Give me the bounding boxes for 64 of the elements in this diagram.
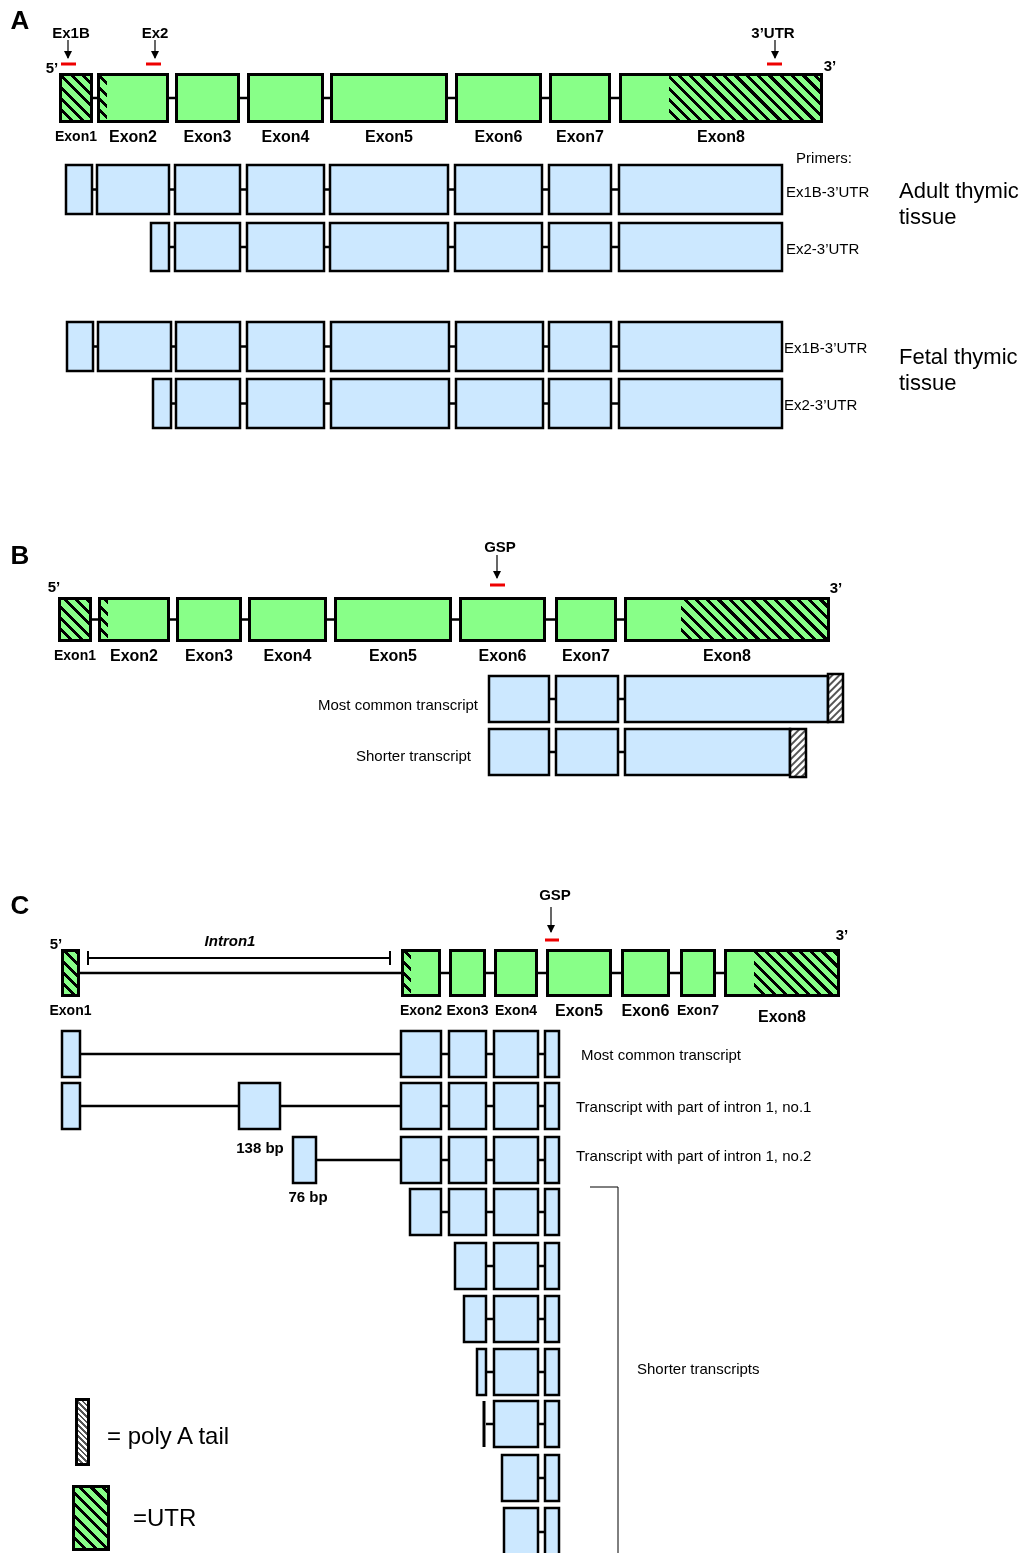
exon-label: Exon2	[110, 647, 158, 665]
intron-line	[170, 618, 176, 621]
strand-end-label: 5’	[45, 58, 59, 76]
exon-label: Exon2	[109, 128, 157, 146]
intron-line	[92, 618, 98, 621]
exon-label: Exon6	[474, 128, 523, 146]
strand-end-label: 5’	[49, 934, 63, 952]
length-label: 138 bp	[236, 1138, 284, 1156]
intron-line	[452, 618, 459, 621]
exon-label: Exon8	[697, 128, 745, 146]
transcript-label: Most common transcript	[581, 1045, 742, 1063]
primer-label: Ex1B	[52, 23, 90, 41]
legend-text: =UTR	[133, 1504, 197, 1532]
strand-end-label: 3’	[823, 56, 837, 74]
transcript-label: Transcript with part of intron 1, no.2	[576, 1146, 812, 1164]
primer-label: Ex2	[141, 23, 169, 41]
exon-label: Exon4	[495, 1002, 537, 1018]
heading-label: Primers:	[796, 148, 852, 166]
strand-end-label: 5’	[47, 577, 61, 595]
exon-label: Exon1	[49, 1002, 92, 1018]
exon-label: Exon3	[183, 128, 232, 146]
exon-label: Exon5	[555, 1002, 603, 1020]
transcript-label: Most common transcript	[317, 695, 478, 713]
length-label: 76 bp	[288, 1187, 328, 1205]
transcript-label: Shorter transcript	[355, 746, 471, 764]
exon-label: Exon6	[478, 647, 527, 665]
intron-line	[546, 618, 555, 621]
panel-letter: A	[10, 4, 30, 36]
exon-label: Exon5	[369, 647, 417, 665]
strand-end-label: 3’	[829, 578, 843, 596]
exon-label: Exon3	[185, 647, 233, 665]
tissue-label: Adult thymic tissue	[899, 178, 1020, 230]
intron-line	[242, 618, 248, 621]
intron-line	[327, 618, 334, 621]
exon-label: Exon4	[263, 647, 312, 665]
primer-label: GSP	[539, 885, 571, 903]
exon-label: Exon4	[261, 128, 310, 146]
primer-pair-label: Ex1B-3’UTR	[784, 338, 868, 356]
transcript-label: Shorter transcripts	[637, 1359, 760, 1377]
intron-label: Intron1	[204, 931, 256, 949]
exon-label: Exon6	[621, 1002, 670, 1020]
exon-label: Exon1	[55, 128, 97, 144]
panel-letter: C	[10, 889, 30, 921]
exon-label: Exon7	[556, 128, 604, 146]
exon-label: Exon7	[562, 647, 610, 665]
exon-label: Exon1	[54, 647, 96, 663]
exon-label: Exon8	[703, 647, 751, 665]
panel-letter: B	[10, 539, 30, 571]
legend-text: = poly A tail	[107, 1422, 230, 1450]
exon-label: Exon3	[446, 1002, 489, 1018]
exon-label: Exon8	[758, 1008, 806, 1026]
intron-line	[80, 971, 401, 975]
primer-label: GSP	[484, 537, 516, 555]
primer-pair-label: Ex1B-3’UTR	[786, 182, 870, 200]
exon-label: Exon7	[677, 1002, 719, 1018]
strand-end-label: 3’	[835, 925, 849, 943]
transcript-label: Transcript with part of intron 1, no.1	[576, 1097, 812, 1115]
intron-line	[617, 618, 624, 621]
primer-pair-label: Ex2-3’UTR	[786, 239, 860, 257]
primer-pair-label: Ex2-3’UTR	[784, 395, 858, 413]
primer-label: 3’UTR	[751, 23, 795, 41]
exon-label: Exon5	[365, 128, 413, 146]
exon-label: Exon2	[400, 1002, 442, 1018]
tissue-label: Fetal thymic tissue	[899, 344, 1019, 396]
